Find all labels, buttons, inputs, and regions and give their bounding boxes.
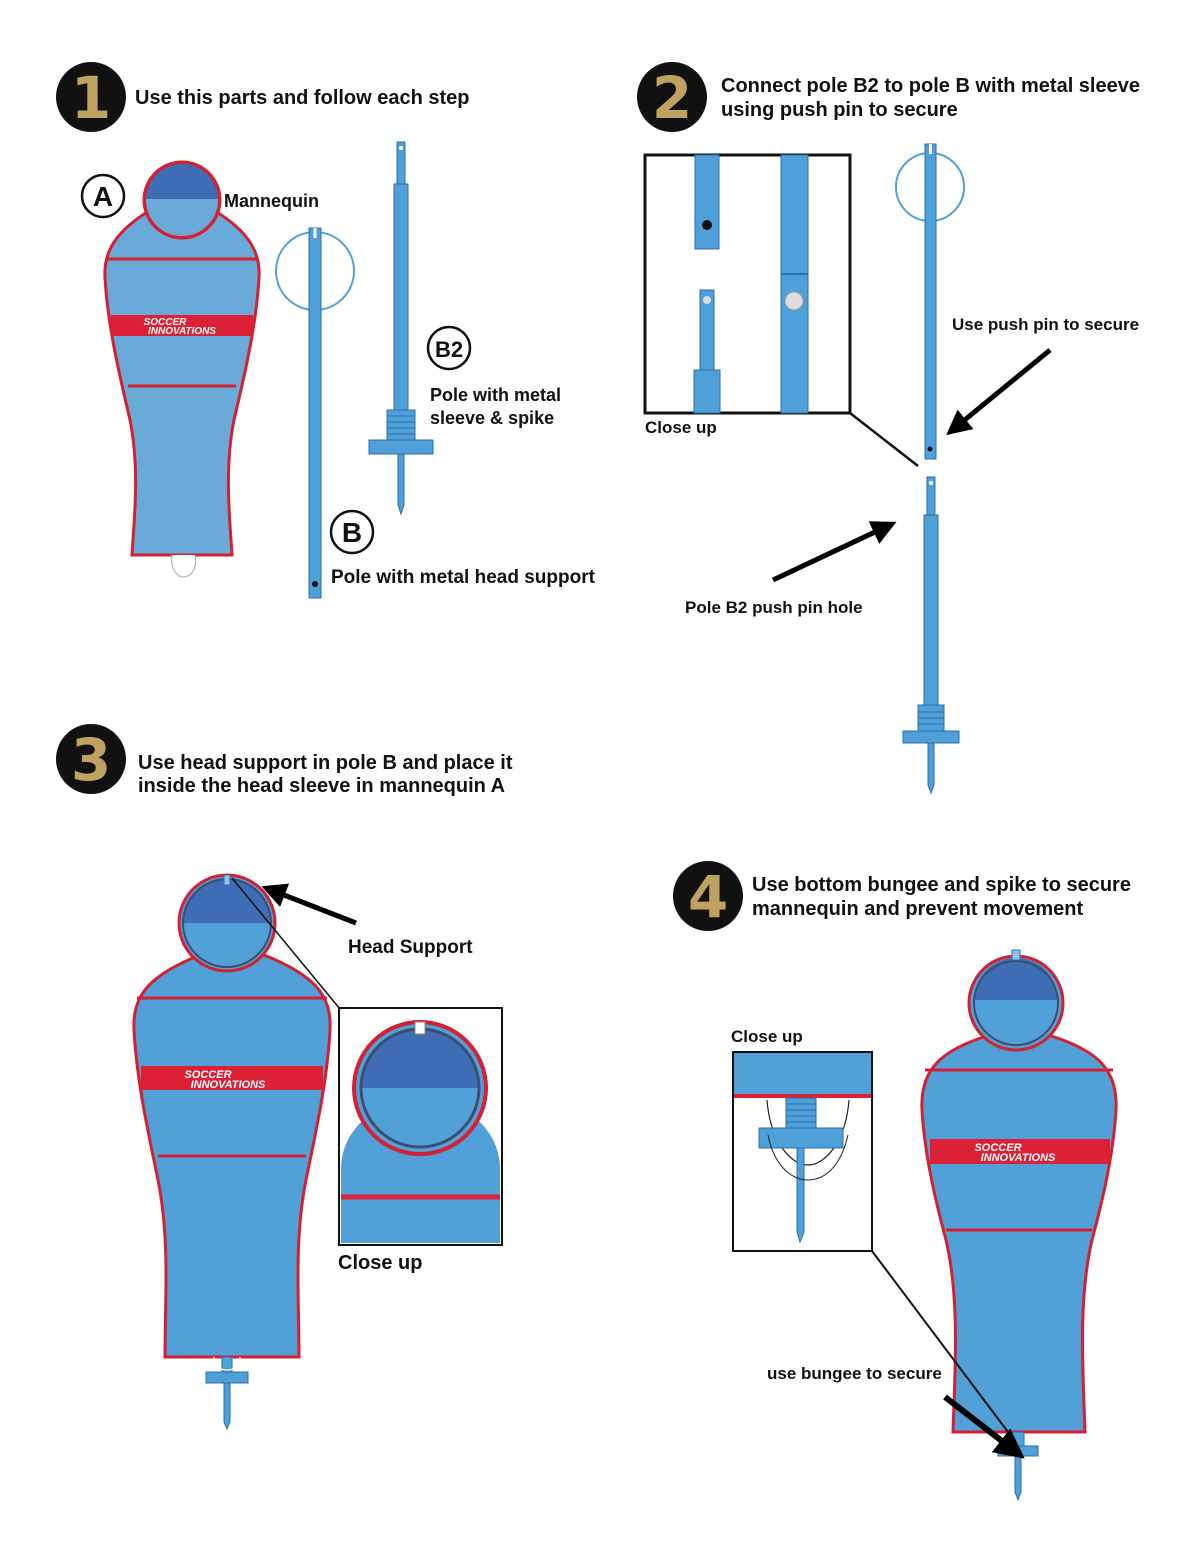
step-2-hole-arrow [771, 521, 897, 583]
step-4: 4 Use bottom bungee and spike to secure … [673, 861, 1131, 1502]
step-2-push-pin-label: Use push pin to secure [952, 315, 1139, 334]
part-b2-label-line1: Pole with metal [430, 385, 561, 405]
part-b-label: Pole with metal head support [331, 567, 596, 588]
mannequin-step-4-logo-line1: SOCCER [974, 1142, 1021, 1154]
step-4-closeup [732, 1051, 873, 1252]
step-2-push-pin-arrow [946, 348, 1052, 436]
step-2-number: 2 [652, 64, 692, 132]
step-3-closeup-leader [231, 877, 341, 1010]
step-3-closeup [338, 1007, 503, 1246]
mannequin-step-4-logo-line2: INNOVATIONS [981, 1152, 1056, 1164]
step-4-bungee-arrow [943, 1394, 1025, 1459]
step-4-instruction-line2: mannequin and prevent movement [752, 898, 1084, 920]
step-2-hole-label: Pole B2 push pin hole [685, 598, 863, 617]
mannequin-a: SOCCER INNOVATIONS [103, 160, 261, 578]
step-4-closeup-leader [871, 1250, 1015, 1441]
part-a-letter: A [93, 181, 113, 212]
step-2-badge: 2 [637, 62, 707, 132]
mannequin-step-4: SOCCER INNOVATIONS [920, 949, 1118, 1502]
step-1: 1 Use this parts and follow each step SO… [56, 62, 596, 599]
mannequin-a-logo-line2: INNOVATIONS [148, 326, 216, 337]
mannequin-step-4-body [920, 1033, 1118, 1434]
part-b-marker: B [329, 509, 375, 555]
step-4-number: 4 [688, 863, 728, 931]
mannequin-step-3-logo-line1: SOCCER [184, 1069, 231, 1081]
part-b2-label-line2: sleeve & spike [430, 408, 554, 428]
mannequin-step-3: SOCCER INNOVATIONS [132, 873, 332, 1431]
part-b-letter: B [342, 517, 362, 548]
part-b2-letter: B2 [435, 337, 463, 362]
step-3: 3 Use head support in pole B and place i… [56, 724, 513, 1431]
step-3-closeup-label: Close up [338, 1252, 422, 1274]
step-2-closeup-leader [849, 412, 919, 467]
step-2: 2 Connect pole B2 to pole B with metal s… [637, 62, 1140, 795]
pole-b2 [368, 141, 434, 516]
step-3-head-support-label: Head Support [348, 937, 473, 958]
step-4-bungee-label: use bungee to secure [767, 1364, 942, 1383]
part-b2-marker: B2 [426, 325, 472, 371]
step-2-instruction-line2: using push pin to secure [721, 99, 958, 121]
pole-b [275, 227, 355, 599]
step-3-head-support-arrow [261, 883, 357, 926]
part-a-label: Mannequin [224, 191, 319, 211]
step-3-instruction-line1: Use head support in pole B and place it [138, 752, 513, 774]
step-2-closeup-label: Close up [645, 418, 717, 437]
step-3-number: 3 [71, 726, 111, 794]
step-1-number: 1 [71, 64, 111, 132]
step-1-instruction: Use this parts and follow each step [135, 87, 470, 109]
mannequin-a-body [103, 205, 261, 557]
step-1-badge: 1 [56, 62, 126, 132]
mannequin-a-logo-line1: SOCCER [144, 317, 188, 328]
mannequin-step-3-logo-line2: INNOVATIONS [191, 1079, 266, 1091]
step-4-instruction-line1: Use bottom bungee and spike to secure [752, 874, 1131, 896]
step-3-instruction-line2: inside the head sleeve in mannequin A [138, 775, 505, 797]
step-4-closeup-label: Close up [731, 1027, 803, 1046]
step-4-badge: 4 [673, 861, 743, 931]
part-a-marker: A [80, 173, 126, 219]
step-3-badge: 3 [56, 724, 126, 794]
step-2-closeup [643, 153, 852, 415]
step-2-pole-b2 [902, 476, 960, 795]
step-2-pole-b [895, 143, 965, 460]
step-2-instruction-line1: Connect pole B2 to pole B with metal sle… [721, 75, 1140, 97]
